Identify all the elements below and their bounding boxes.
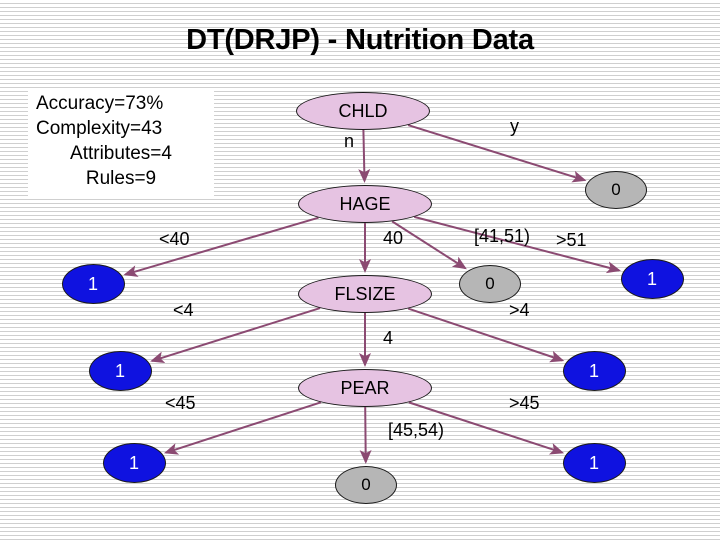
stat-rules: Rules=9 [85,168,157,189]
stat-complexity: Complexity=43 [36,118,163,139]
tree-leaf-leaf_gt51_1[interactable]: 1 [620,259,684,299]
edge-label-4554: [45,54) [388,420,445,440]
tree-node-hage[interactable]: HAGE [298,185,432,223]
stat-attributes: Attributes=4 [70,143,172,164]
tree-edge-chld-to-hage [358,129,371,184]
tree-edge-flsize-to-leaf_gt4_1 [407,307,565,363]
tree-leaf-leaf_lt45_1[interactable]: 1 [102,443,166,483]
edge-label-40: 40 [383,228,404,248]
tree-leaf-leaf_y0[interactable]: 0 [585,171,647,209]
tree-edge-hage-to-leaf_lt40_1 [123,216,319,277]
tree-node-flsize[interactable]: FLSIZE [298,275,432,313]
page-title: DT(DRJP) - Nutrition Data [186,24,534,56]
tree-leaf-leaf_lt40_1[interactable]: 1 [61,264,125,304]
edge-label-4: >4 [509,300,530,320]
edge-label-40: <40 [159,229,190,249]
edge-label-45: <45 [165,393,196,413]
edge-label-4151: [41,51) [474,226,531,246]
tree-edge-pear-to-leaf_45_0 [359,406,372,465]
edge-label-4: <4 [173,300,194,320]
model-stats-box: Accuracy=73% Complexity=43 Attributes=4 … [28,88,214,196]
tree-leaf-leaf_41_0[interactable]: 0 [459,265,521,303]
tree-node-pear[interactable]: PEAR [298,369,432,407]
tree-leaf-leaf_lt4_1[interactable]: 1 [88,351,152,391]
tree-edge-hage-to-leaf_gt51_1 [414,215,621,274]
tree-edge-chld-to-leaf_y0 [407,124,587,183]
tree-leaf-leaf_45_0[interactable]: 0 [335,466,397,504]
edge-label-45: >45 [509,393,540,413]
tree-edge-pear-to-leaf_gt45_1 [408,401,565,455]
tree-node-chld[interactable]: CHLD [296,92,430,130]
edge-label-51: >51 [556,230,587,250]
edge-label-n: n [344,131,355,151]
tree-edge-flsize-to-leaf_lt4_1 [150,307,321,364]
tree-leaf-leaf_gt4_1[interactable]: 1 [562,351,626,391]
tree-edge-pear-to-leaf_lt45_1 [163,401,322,455]
edge-label-4: 4 [383,328,394,348]
edge-label-y: y [510,116,519,136]
tree-leaf-leaf_gt45_1[interactable]: 1 [562,443,626,483]
stat-accuracy: Accuracy=73% [36,93,164,114]
tree-edge-hage-to-leaf_41_0 [391,220,467,270]
